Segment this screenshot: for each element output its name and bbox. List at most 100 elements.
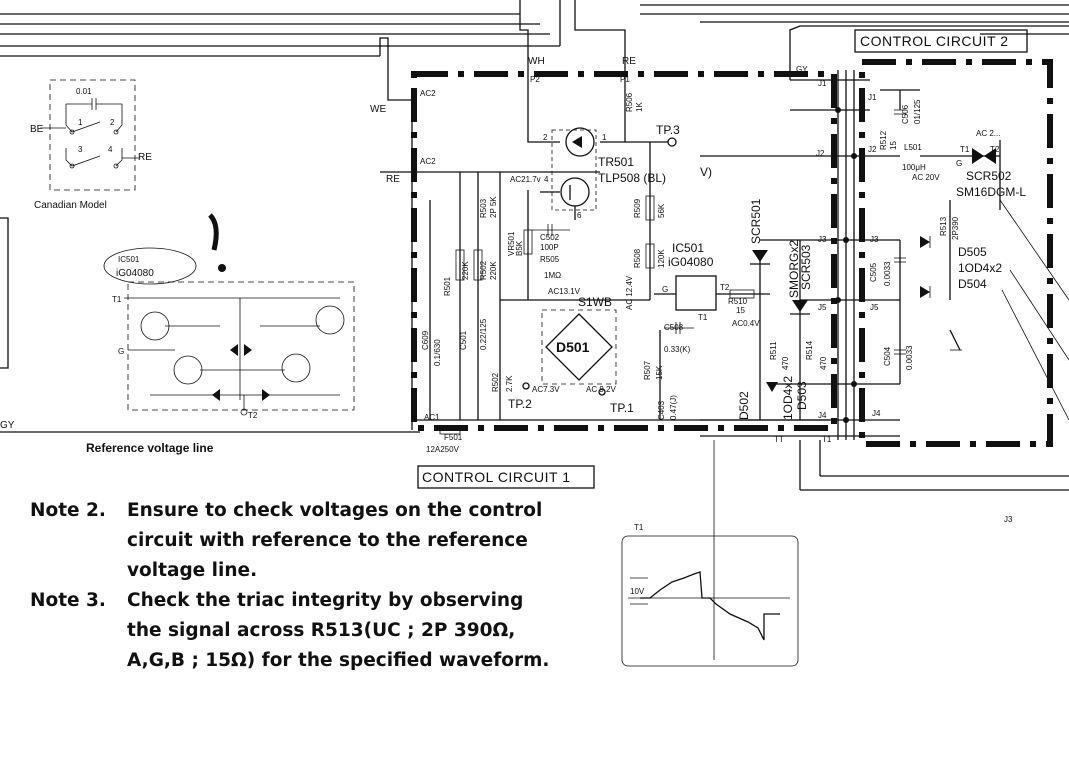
cc2-c504: C504 (883, 346, 892, 366)
cc1-r501-val: 220K (461, 261, 470, 280)
cc2-r512-val: 15 (889, 141, 898, 150)
cc1-f501: F501 (444, 433, 463, 442)
cc1-r506-val: 1K (635, 102, 644, 112)
note-3-line-1: Check the triac integrity by observing (127, 590, 524, 611)
cc1-g: G (662, 285, 668, 294)
cc2-scr502: SCR502 (966, 169, 1012, 183)
cc1-we: WE (370, 104, 386, 115)
cc2-scr502-part: SM16DGM-L (956, 185, 1026, 199)
cc1-r511: R511 (769, 341, 778, 360)
note-3-body: Check the triac integrity by observing t… (127, 586, 620, 676)
cc2-j1: J1 (868, 93, 877, 102)
cc1-r505-val: 1MΩ (544, 271, 561, 280)
cc1-pin6: 6 (577, 211, 582, 220)
ic-inset: IC501 iG04080 T1 G T2 GY Reference volta… (0, 213, 420, 455)
cc2-d505: D505 (958, 245, 987, 259)
control-circuit-1: CONTROL CIRCUIT 1 WH RE P2 P1 WE RE AC2 … (370, 56, 1069, 491)
cc1-r501: R501 (443, 276, 452, 296)
cc1-tr501: TR501 (598, 155, 634, 169)
cc1-c508: C508 (664, 323, 684, 332)
canadian-model-inset: 0.01 1 2 3 4 BE RE Canadian Model (30, 79, 152, 211)
cc1-r514: R514 (805, 340, 814, 360)
cc1-ic501: IC501 (672, 241, 704, 255)
cc1-ac1: AC1 (424, 413, 440, 422)
cc1-ac2-top: AC2 (420, 89, 436, 98)
inset-pin-1: 1 (78, 118, 83, 127)
cc1-r510-val: 15 (736, 306, 745, 315)
cc1-f501-val: 12A250V (426, 445, 460, 454)
inset-pin-4: 4 (108, 145, 113, 154)
cc1-r509: R509 (633, 198, 642, 218)
cc2-c506: C506 (901, 104, 910, 124)
cc1-tlp: TLP508 (BL) (598, 171, 666, 185)
cc1-c502: C502 (540, 233, 560, 242)
cc1-r502-val: 2.7K (505, 375, 514, 392)
cc2-c506-val: 01/125 (913, 99, 922, 124)
cc1-c501-val: 0.22/125 (479, 318, 488, 350)
inset-pin-2: 2 (110, 118, 115, 127)
cc2-j4: J4 (872, 409, 881, 418)
cc1-r502: R502 (491, 372, 500, 392)
cc1-c609-val: 0.1/630 (433, 339, 442, 366)
note-2-line-3: voltage line. (127, 560, 258, 581)
cc2-title: CONTROL CIRCUIT 2 (860, 33, 1009, 49)
cc1-vr501-val: B5K (515, 240, 524, 256)
cc1-t1-bottom: T1 (822, 435, 832, 444)
reference-voltage-line-label: Reference voltage line (86, 441, 214, 455)
note-2-label: Note 2. (30, 500, 106, 521)
ic-inset-label-2: iG04080 (116, 268, 154, 279)
cc1-tp3: TP.3 (656, 123, 680, 137)
cc1-r507: R507 (643, 360, 652, 380)
waveform-t1: T1 (634, 523, 644, 532)
cc1-c403-val: 0.47(J) (669, 395, 678, 420)
cc1-v: V) (700, 165, 712, 179)
cc1-r508-val: 120K (657, 249, 666, 268)
cc1-r503: R503 (479, 198, 488, 218)
ic-inset-label-1: IC501 (118, 255, 140, 264)
note-2-line-2: circuit with reference to the reference (127, 530, 528, 551)
cc1-ac2: AC2 (420, 157, 436, 166)
cc1-r503-val: 2P 5K (489, 196, 498, 218)
cc1-j5: J5 (818, 303, 827, 312)
cc1-tt: TT (774, 435, 784, 444)
cc1-re-left: RE (386, 174, 400, 185)
junction-bus (700, 70, 900, 440)
cc1-t2: T2 (720, 283, 730, 292)
cc1-r510: R510 (728, 297, 748, 306)
cc1-r505: R505 (540, 255, 560, 264)
cc1-d503: D503 (795, 381, 809, 410)
inset-cap-label: 0.01 (76, 87, 92, 96)
cc1-scr501: SCR501 (749, 198, 763, 244)
cc1-gy: GY (796, 65, 808, 74)
inset-re-label: RE (138, 152, 152, 163)
cc2-t2: T2 (990, 145, 1000, 154)
cc2-l501-val: 100μH (902, 163, 926, 172)
cc2-r513-val: 2P390 (951, 216, 960, 240)
waveform-inset: T1 10V (621, 440, 799, 667)
cc1-r506: R506 (625, 92, 634, 112)
cc1-d503-part: 1OD4x2 (781, 376, 795, 420)
notes-section: Note 2. Ensure to check voltages on the … (30, 496, 620, 676)
cc2-g: G (956, 159, 962, 168)
cc1-ac73: AC7.3V (532, 385, 560, 394)
cc1-ac21: AC21.7v (510, 175, 541, 184)
top-bus-lines (0, 0, 1069, 101)
cc1-title-box (417, 465, 595, 489)
waveform-v: 10V (630, 587, 645, 596)
cc1-r511-val: 470 (781, 356, 790, 370)
cc1-ac12: AC 12.4V (625, 275, 634, 310)
cc2-c504-val: 0.0033 (905, 345, 914, 370)
cc2-ac20: AC 20V (912, 173, 940, 182)
left-edge-box (0, 217, 9, 369)
ic-inset-t2: T2 (248, 411, 258, 420)
cc1-scr503: SCR503 (799, 244, 813, 290)
note-3-line-3: A,G,B ; 15Ω) for the specified waveform. (127, 650, 550, 671)
cc1-pin1: 1 (602, 133, 607, 142)
note-2-body: Ensure to check voltages on the control … (127, 496, 620, 586)
cc1-p2: P2 (530, 75, 540, 84)
cc1-s1wb: S1WB (578, 295, 612, 309)
note-2-line-1: Ensure to check voltages on the control (127, 500, 543, 521)
cc1-tp2: TP.2 (508, 397, 532, 411)
cc1-r507-val: 15K (655, 365, 664, 380)
cc1-r509-val: 56K (657, 203, 666, 218)
